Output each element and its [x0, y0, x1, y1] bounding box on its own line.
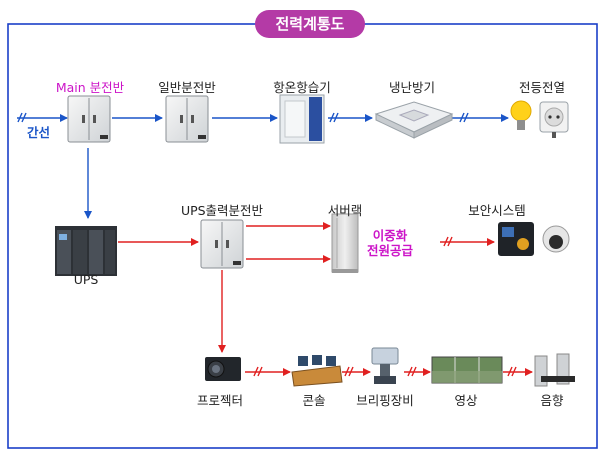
security-system-icon: [498, 222, 570, 256]
ups-output-panel-icon: [200, 219, 244, 269]
ups-icon: [55, 226, 117, 276]
briefing-equipment-icon: [371, 347, 399, 384]
video-wall-icon: [431, 356, 503, 384]
thermo-humidistat-label: 항온항습기: [273, 80, 331, 95]
red-connections: [118, 222, 533, 376]
air-conditioner-icon: [374, 101, 454, 139]
briefing-equipment-label: 브리핑장비: [356, 393, 414, 408]
blue-break-marks: [17, 112, 469, 123]
redundant-power-line1: 이중화: [372, 228, 408, 243]
server-rack-label: 서버랙: [327, 203, 363, 218]
server-rack-icon: [331, 213, 359, 273]
projector-icon: [205, 357, 241, 381]
thermo-humidistat-icon: [279, 94, 325, 144]
lighting-outlet-label: 전등전열: [518, 80, 566, 95]
main-panel-label: Main 분전반: [55, 80, 125, 95]
console-label: 콘솔: [302, 393, 326, 408]
general-panel-label: 일반분전반: [158, 80, 216, 95]
redundant-power-label: 이중화 전원공급: [367, 228, 413, 258]
main-panel-icon: [67, 95, 111, 143]
audio-icon: [534, 353, 575, 387]
redundant-power-line2: 전원공급: [366, 243, 414, 258]
diagram-title: 전력계통도: [255, 10, 365, 38]
projector-label: 프로젝터: [196, 393, 244, 408]
security-system-label: 보안시스템: [468, 203, 526, 218]
trunk-label: 간선: [27, 125, 51, 140]
audio-label: 음향: [540, 393, 564, 408]
air-conditioner-label: 냉난방기: [388, 80, 436, 95]
red-break-marks: [253, 236, 517, 377]
ups-label: UPS: [73, 272, 99, 287]
ups-output-panel-label: UPS출력분전반: [180, 203, 264, 218]
video-label: 영상: [454, 393, 478, 408]
console-icon: [291, 355, 343, 387]
lighting-outlet-icon: [510, 100, 569, 138]
general-panel-icon: [165, 95, 209, 143]
